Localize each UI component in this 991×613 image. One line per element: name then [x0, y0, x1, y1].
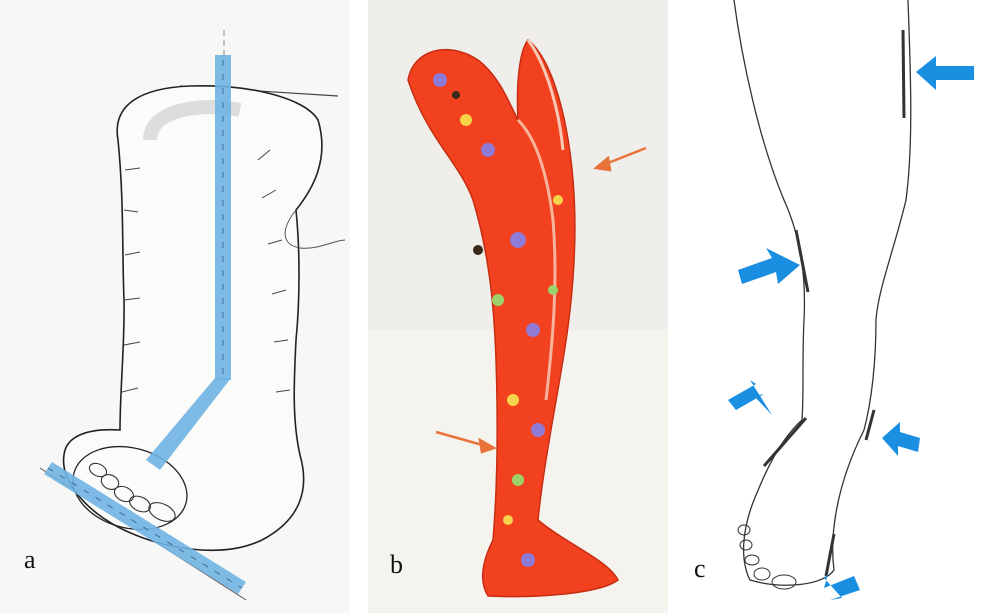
panel-a-cast-drawing: a [0, 0, 350, 613]
leg-outline [734, 0, 911, 585]
panel-label-c: c [694, 556, 706, 582]
arrow-icon [882, 422, 920, 456]
panel-label-a: a [24, 547, 36, 573]
arrow-icon [738, 248, 800, 284]
cast-drawing [0, 0, 350, 613]
panel-c-leg-drawing: c [684, 0, 991, 613]
arrow-icon [728, 380, 772, 415]
arrow-icon [916, 56, 974, 90]
leg-drawing [684, 0, 991, 613]
panel-label-b: b [390, 552, 403, 578]
arrow-icon [824, 574, 860, 600]
cast-outline [64, 86, 322, 550]
orthosis-photo [368, 0, 668, 613]
panel-b-orthosis-photo: b [368, 0, 668, 613]
